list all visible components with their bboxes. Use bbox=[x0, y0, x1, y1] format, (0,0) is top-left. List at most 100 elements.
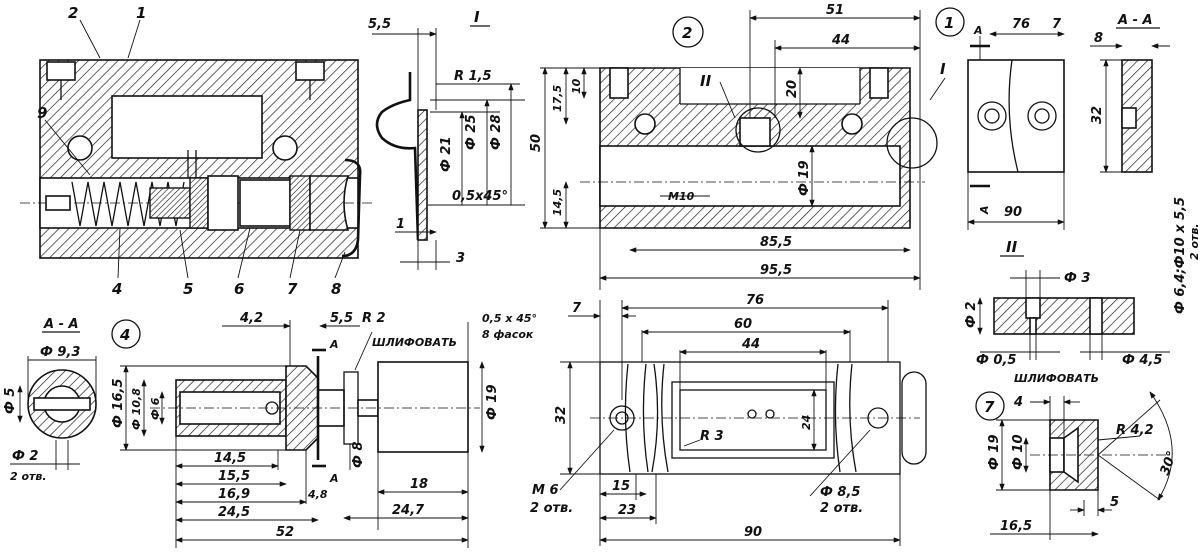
dim-4s-d9.3: Ф 9,3 bbox=[40, 345, 80, 360]
part-label-5: 5 bbox=[183, 280, 193, 298]
part-2-view: 2 51 44 20 II I 50 17,5 10 bbox=[529, 3, 946, 290]
detail-II-title: II bbox=[1006, 238, 1018, 256]
part-4-roller bbox=[377, 361, 469, 453]
dim-1-7: 7 bbox=[1052, 17, 1062, 32]
dim-2-10: 10 bbox=[570, 78, 583, 94]
detail-II: II Ф 3 Ф 2 Ф 0,5 Ф 4,5 bbox=[964, 238, 1170, 368]
part-1-body bbox=[967, 59, 1065, 173]
dim-2-M10: М10 bbox=[668, 190, 695, 203]
dim-p-32: 32 bbox=[554, 406, 569, 424]
part-plan-view: 7 76 60 44 32 24 R 3 М 6 2 отв. 15 23 Ф … bbox=[530, 293, 927, 546]
dim-II-d2: Ф 2 bbox=[964, 302, 979, 328]
part-4-section: А - А Ф 9,3 Ф 5 Ф 2 2 отв. bbox=[3, 317, 97, 483]
dim-2-d19: Ф 19 bbox=[797, 160, 812, 196]
dim-p-d8.5: Ф 8,5 bbox=[820, 485, 860, 500]
dim-2-20: 20 bbox=[785, 80, 800, 98]
part-2-section-II: II bbox=[700, 72, 712, 90]
part-label-7: 7 bbox=[287, 280, 298, 298]
dim-4-15.5: 15,5 bbox=[218, 469, 250, 484]
dim-2-44: 44 bbox=[831, 33, 850, 48]
roller bbox=[239, 179, 291, 227]
part-label-6: 6 bbox=[234, 280, 244, 298]
dim-4-d8: Ф 8 bbox=[351, 442, 366, 468]
dim-7-4: 4 bbox=[1013, 395, 1023, 410]
dim-4-d16.5: Ф 16,5 bbox=[111, 379, 126, 429]
dim-4-4.8: 4,8 bbox=[307, 488, 328, 501]
part-4-view: 4 А А 4,2 5,5 R 2 ШЛИФОВАТЬ 0,5 х 45° 8 … bbox=[111, 311, 537, 548]
assembly-view: 2 1 9 4 5 6 7 8 bbox=[20, 4, 375, 298]
dim-II-d0.5: Ф 0,5 bbox=[976, 353, 1016, 368]
dim-4-14.5: 14,5 bbox=[214, 451, 246, 466]
dim-4-d10.8: Ф 10,8 bbox=[130, 388, 143, 430]
dim-I-d28: Ф 28 bbox=[489, 114, 504, 150]
cap bbox=[341, 158, 362, 258]
dim-4s-d5: Ф 5 bbox=[3, 388, 18, 414]
dim-p-60: 60 bbox=[734, 317, 752, 332]
part-2-section-I: I bbox=[940, 60, 946, 78]
part-7-grind-note: ШЛИФОВАТЬ bbox=[1014, 372, 1099, 385]
bushing bbox=[289, 175, 311, 231]
dim-2-51: 51 bbox=[826, 3, 844, 18]
part-4-number: 4 bbox=[119, 326, 130, 344]
detail-I-marker bbox=[886, 117, 938, 169]
detail-I-title: I bbox=[474, 8, 480, 26]
dim-4-52: 52 bbox=[276, 525, 294, 540]
dim-I-1: 1 bbox=[396, 217, 405, 232]
dim-p-76: 76 bbox=[746, 293, 764, 308]
screw-head-right bbox=[295, 61, 325, 81]
dim-I-3: 3 bbox=[456, 251, 465, 266]
washer bbox=[189, 177, 209, 229]
dim-p-23: 23 bbox=[618, 503, 636, 518]
part-2-circle bbox=[672, 16, 704, 48]
dim-4-chamfer-count: 8 фасок bbox=[482, 328, 534, 341]
dim-I-chamfer: 0,5х45° bbox=[452, 189, 508, 204]
part-1-section-A-top: А bbox=[973, 24, 983, 37]
dim-4-d6: Ф 6 bbox=[149, 397, 162, 420]
dim-I-R1.5: R 1,5 bbox=[454, 69, 492, 84]
dim-I-d25: Ф 25 bbox=[464, 114, 479, 150]
dim-p-15: 15 bbox=[612, 479, 630, 494]
hole-right bbox=[272, 135, 298, 161]
detail-I: I 5,5 R 1,5 Ф 21 Ф 25 Ф 28 0,5х45° 1 3 bbox=[368, 8, 525, 270]
dim-7-d10: Ф 10 bbox=[1011, 434, 1026, 470]
dim-p-7: 7 bbox=[572, 301, 582, 316]
dim-7-16.5: 16,5 bbox=[1000, 519, 1032, 534]
dim-4s-d2: Ф 2 bbox=[12, 449, 38, 464]
dim-p-24: 24 bbox=[800, 415, 813, 430]
dim-7-R4.2: R 4,2 bbox=[1116, 423, 1154, 438]
part-1-section-title: А - А bbox=[1117, 13, 1153, 28]
dim-2-14.5: 14,5 bbox=[551, 189, 564, 216]
dim-4-R2: R 2 bbox=[362, 311, 386, 326]
detail-II-marker bbox=[735, 107, 781, 153]
screw-head-left bbox=[46, 61, 76, 81]
dim-I-5.5: 5,5 bbox=[368, 17, 391, 32]
hole-left bbox=[67, 135, 93, 161]
dim-2-85.5: 85,5 bbox=[760, 235, 792, 250]
dim-p-M6: М 6 bbox=[532, 483, 559, 498]
dim-4s-holes: 2 отв. bbox=[10, 470, 47, 483]
part-4-circle bbox=[111, 319, 141, 349]
part-label-9: 9 bbox=[37, 104, 47, 122]
part-7-number: 7 bbox=[984, 398, 995, 416]
dim-4-chamfer: 0,5 х 45° bbox=[482, 312, 537, 325]
dim-4-d19: Ф 19 bbox=[485, 384, 500, 420]
dim-4-24.7: 24,7 bbox=[392, 503, 425, 518]
dim-2-50: 50 bbox=[529, 134, 544, 152]
dim-II-d3: Ф 3 bbox=[1064, 271, 1090, 286]
dim-p-R3: R 3 bbox=[700, 429, 724, 444]
part-label-4: 4 bbox=[111, 280, 122, 298]
part-2-bore bbox=[599, 145, 901, 207]
part-1-circle bbox=[935, 7, 965, 37]
dim-2-95.5: 95,5 bbox=[760, 263, 792, 278]
dim-p-90: 90 bbox=[744, 525, 762, 540]
dim-1-90: 90 bbox=[1004, 205, 1022, 220]
part-1-holes-count: 2 отв. bbox=[1188, 223, 1200, 260]
part-1-number: 1 bbox=[944, 14, 954, 32]
part-7-view: 7 ШЛИФОВАТЬ 30° R 4,2 4 Ф 19 Ф 10 5 16,5 bbox=[975, 372, 1180, 540]
part-label-8: 8 bbox=[331, 280, 341, 298]
part-label-1: 1 bbox=[136, 4, 146, 22]
dim-4-5.5: 5,5 bbox=[330, 311, 353, 326]
dim-1-8: 8 bbox=[1094, 31, 1103, 46]
window-cutout bbox=[111, 95, 263, 159]
